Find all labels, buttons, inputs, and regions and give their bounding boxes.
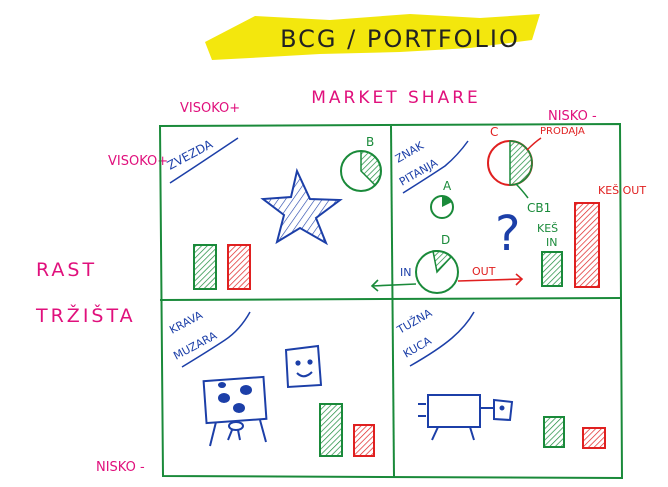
label-a: A xyxy=(443,179,452,193)
label-d: D xyxy=(441,233,450,247)
cash-in-bar xyxy=(541,251,563,287)
label-c: C xyxy=(490,125,498,139)
quadrant-dog-label-2: KUCA xyxy=(401,334,434,361)
pie-c xyxy=(487,140,533,186)
label-kes-in-1: KEŠ xyxy=(537,222,558,235)
cow-bar-red xyxy=(353,424,375,457)
quadrant-question-label-1: ZNAK xyxy=(393,139,427,166)
label-kes-in-2: IN xyxy=(546,236,557,249)
label-out: OUT xyxy=(472,265,496,278)
pie-a xyxy=(430,195,454,219)
label-kes-out: KEŠ OUT xyxy=(598,184,646,197)
y-axis-high-label: VISOKO+ xyxy=(108,154,168,169)
x-axis-label: MARKET SHARE xyxy=(311,88,481,108)
label-prodaja: PRODAJA xyxy=(540,126,585,137)
label-b: B xyxy=(366,135,374,149)
cow-bar-green xyxy=(319,403,343,457)
y-axis-label-line2: TRŽIŠTA xyxy=(35,303,136,327)
dog-bar-green xyxy=(543,416,565,448)
label-in: IN xyxy=(400,266,411,279)
x-axis-high-label: VISOKO+ xyxy=(180,101,240,116)
x-axis-low-label: NISKO - xyxy=(548,109,597,124)
page-title: BCG / PORTFOLIO xyxy=(280,25,520,53)
star-bar-green xyxy=(193,244,217,290)
quadrant-star-label: ZVEZDA xyxy=(165,137,216,173)
star-icon xyxy=(260,167,343,246)
arrow-in xyxy=(370,279,417,292)
quadrant-cow: KRAVA MUZARA xyxy=(167,308,251,368)
matrix-frame xyxy=(158,122,624,480)
cow-happy-face-icon xyxy=(284,344,323,389)
pie-b xyxy=(340,150,382,192)
arrow-out xyxy=(457,273,524,286)
cow-icon xyxy=(202,375,268,447)
pie-d xyxy=(415,250,459,294)
quadrant-cow-label-1: KRAVA xyxy=(167,308,205,336)
quadrant-dog-label-1: TUŽNA xyxy=(394,306,435,337)
star-bar-red xyxy=(227,244,251,290)
quadrant-question: ZNAK PITANJA xyxy=(393,139,469,194)
quadrant-dog: TUŽNA KUCA xyxy=(394,306,475,367)
quadrant-star: ZVEZDA xyxy=(165,137,239,184)
cb1-connector xyxy=(515,183,529,199)
question-mark: ? xyxy=(495,206,520,262)
y-axis-low-label: NISKO - xyxy=(96,460,145,475)
prodaja-connector xyxy=(526,137,542,151)
title-highlight xyxy=(205,14,540,60)
y-axis-label-line1: RAST xyxy=(36,259,97,281)
dog-icon xyxy=(418,394,514,441)
label-cb1: CB1 xyxy=(527,201,551,215)
cash-out-bar xyxy=(574,202,600,288)
dog-bar-red xyxy=(582,427,606,449)
